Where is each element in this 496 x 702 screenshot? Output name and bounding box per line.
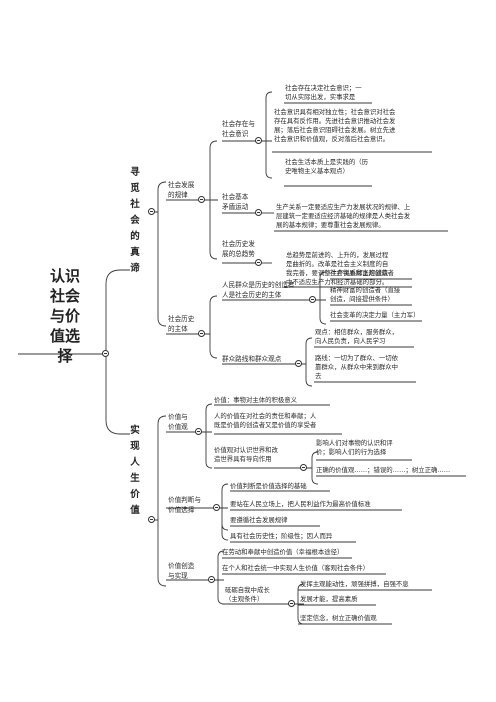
leaf-human-value[interactable]: 人的价值在对社会的责任和奉献；人既是价值的创造者又是价值的享受者: [214, 412, 317, 429]
leaf-relative-independence[interactable]: 社会意识具有相对独立性；社会意识对社会存在具有反作用。先进社会意识推动社会发 展…: [274, 108, 396, 143]
collapse-toggle-icon[interactable]: [255, 137, 262, 144]
leaf-people-standpoint[interactable]: 要站在人民立场上，把人民利益作为最高价值标准: [230, 500, 371, 508]
node-mass-line[interactable]: 群众路线和群众观点: [222, 355, 282, 363]
leaf-mass-route[interactable]: 路线：一切为了群众、一切依靠群众，从群众中来到群众中 去: [315, 354, 399, 380]
node-social-laws[interactable]: 社会发展的规律: [168, 181, 195, 199]
node-people-creators[interactable]: 人民群众是历史的创造者人是社会历史的主体: [222, 281, 295, 299]
leaf-values-influence[interactable]: 影响人们对事物的认识和评价；影响人们的行为选择: [316, 439, 393, 456]
root-topic[interactable]: 认识 社会 与价 值选 择: [49, 267, 80, 365]
node-value-and-values[interactable]: 价值与价值观: [168, 413, 188, 431]
collapse-toggle-icon[interactable]: [195, 428, 202, 435]
leaf-spiritual-wealth[interactable]: 精神财富的创造者（直接创造，间接提供条件）: [330, 286, 401, 303]
leaf-follow-laws[interactable]: 要遵循社会发展规律: [230, 516, 288, 524]
leaf-existence-determines[interactable]: 社会存在决定社会意识；一切从实际出发，实事求是: [285, 84, 362, 101]
collapse-toggle-icon[interactable]: [148, 516, 155, 523]
leaf-practice-essence[interactable]: 社会生活本质上是实践的（历史唯物主义基本观点）: [285, 158, 369, 175]
branch2-spine: [152, 415, 167, 587]
leaf-self-growth[interactable]: 砥砺自我中成长（主观条件）: [225, 586, 270, 603]
leaf-production-relations[interactable]: 生产关系一定要适应生产力发展状况的规律、上层建筑一定要适应经济基础的规律是人类社…: [276, 203, 411, 229]
collapse-toggle-icon[interactable]: [208, 576, 215, 583]
collapse-toggle-icon[interactable]: [288, 600, 295, 607]
node-existence-consciousness[interactable]: 社会存在与社会意识: [222, 120, 255, 138]
leaf-social-historical[interactable]: 具有社会历史性；阶级性；因人而异: [230, 532, 333, 540]
branch-life-value[interactable]: 实 现 人 生 价 值: [130, 425, 140, 516]
leaf-judgment-basis[interactable]: 价值判断是价值选择的基础: [230, 482, 307, 490]
collapse-toggle-icon[interactable]: [198, 196, 205, 203]
collapse-toggle-icon[interactable]: [102, 350, 109, 357]
node-historical-subject[interactable]: 社会历史的主体: [168, 315, 195, 333]
node-value-creation[interactable]: 价值创造与实现: [168, 562, 195, 580]
branch1-spine: [152, 181, 167, 327]
collapse-toggle-icon[interactable]: [300, 464, 307, 471]
leaf-initiative[interactable]: 发挥主观能动性，顽强拼搏，自强不息: [300, 580, 409, 588]
leaf-mass-viewpoint[interactable]: 观点：相信群众，服务群众，向人民负责，向人民学习: [315, 328, 399, 345]
leaf-decisive-force[interactable]: 社会变革的决定力量（主力军）: [330, 311, 420, 319]
leaf-develop-talent[interactable]: 发展才能，提高素质: [300, 595, 358, 603]
collapse-toggle-icon[interactable]: [148, 208, 155, 215]
collapse-toggle-icon[interactable]: [255, 209, 262, 216]
leaf-value-definition[interactable]: 价值：事物对主体的积极意义: [214, 396, 298, 404]
collapse-toggle-icon[interactable]: [309, 296, 316, 303]
leaf-values-guidance[interactable]: 价值观对认识世界和改造世界具有导向作用: [214, 446, 278, 463]
node-basic-contradiction[interactable]: 社会基本矛盾运动: [222, 193, 249, 211]
root-to-branches: [105, 269, 130, 435]
collapse-toggle-icon[interactable]: [255, 259, 262, 266]
node-historical-trend[interactable]: 社会历史发展的总趋势: [222, 240, 255, 258]
leaf-material-wealth[interactable]: 社会物质财富的创造者: [330, 269, 394, 277]
node-value-judgment[interactable]: 价值判断与价值选择: [168, 496, 201, 514]
collapse-toggle-icon[interactable]: [198, 330, 205, 337]
leaf-labor-dedication[interactable]: 在劳动和奉献中创造价值（幸福根本途径）: [222, 548, 344, 556]
leaf-correct-values[interactable]: 正确的价值观……；错误的……；树立正确……: [316, 466, 451, 474]
leaf-firm-belief[interactable]: 坚定信念，树立正确价值观: [300, 614, 377, 622]
branch-seek-truth[interactable]: 寻 觅 社 会 的 真 谛: [130, 167, 140, 274]
collapse-toggle-icon[interactable]: [213, 504, 220, 511]
collapse-toggle-icon[interactable]: [295, 360, 302, 367]
leaf-general-trend[interactable]: 总趋势是前进的、上升的，发展过程是曲折的。改革是社会主义制度的自 我完善，要调整…: [286, 251, 389, 286]
leaf-individual-society[interactable]: 在个人和社会统一中实现人生价值（客观社会条件）: [222, 564, 369, 572]
